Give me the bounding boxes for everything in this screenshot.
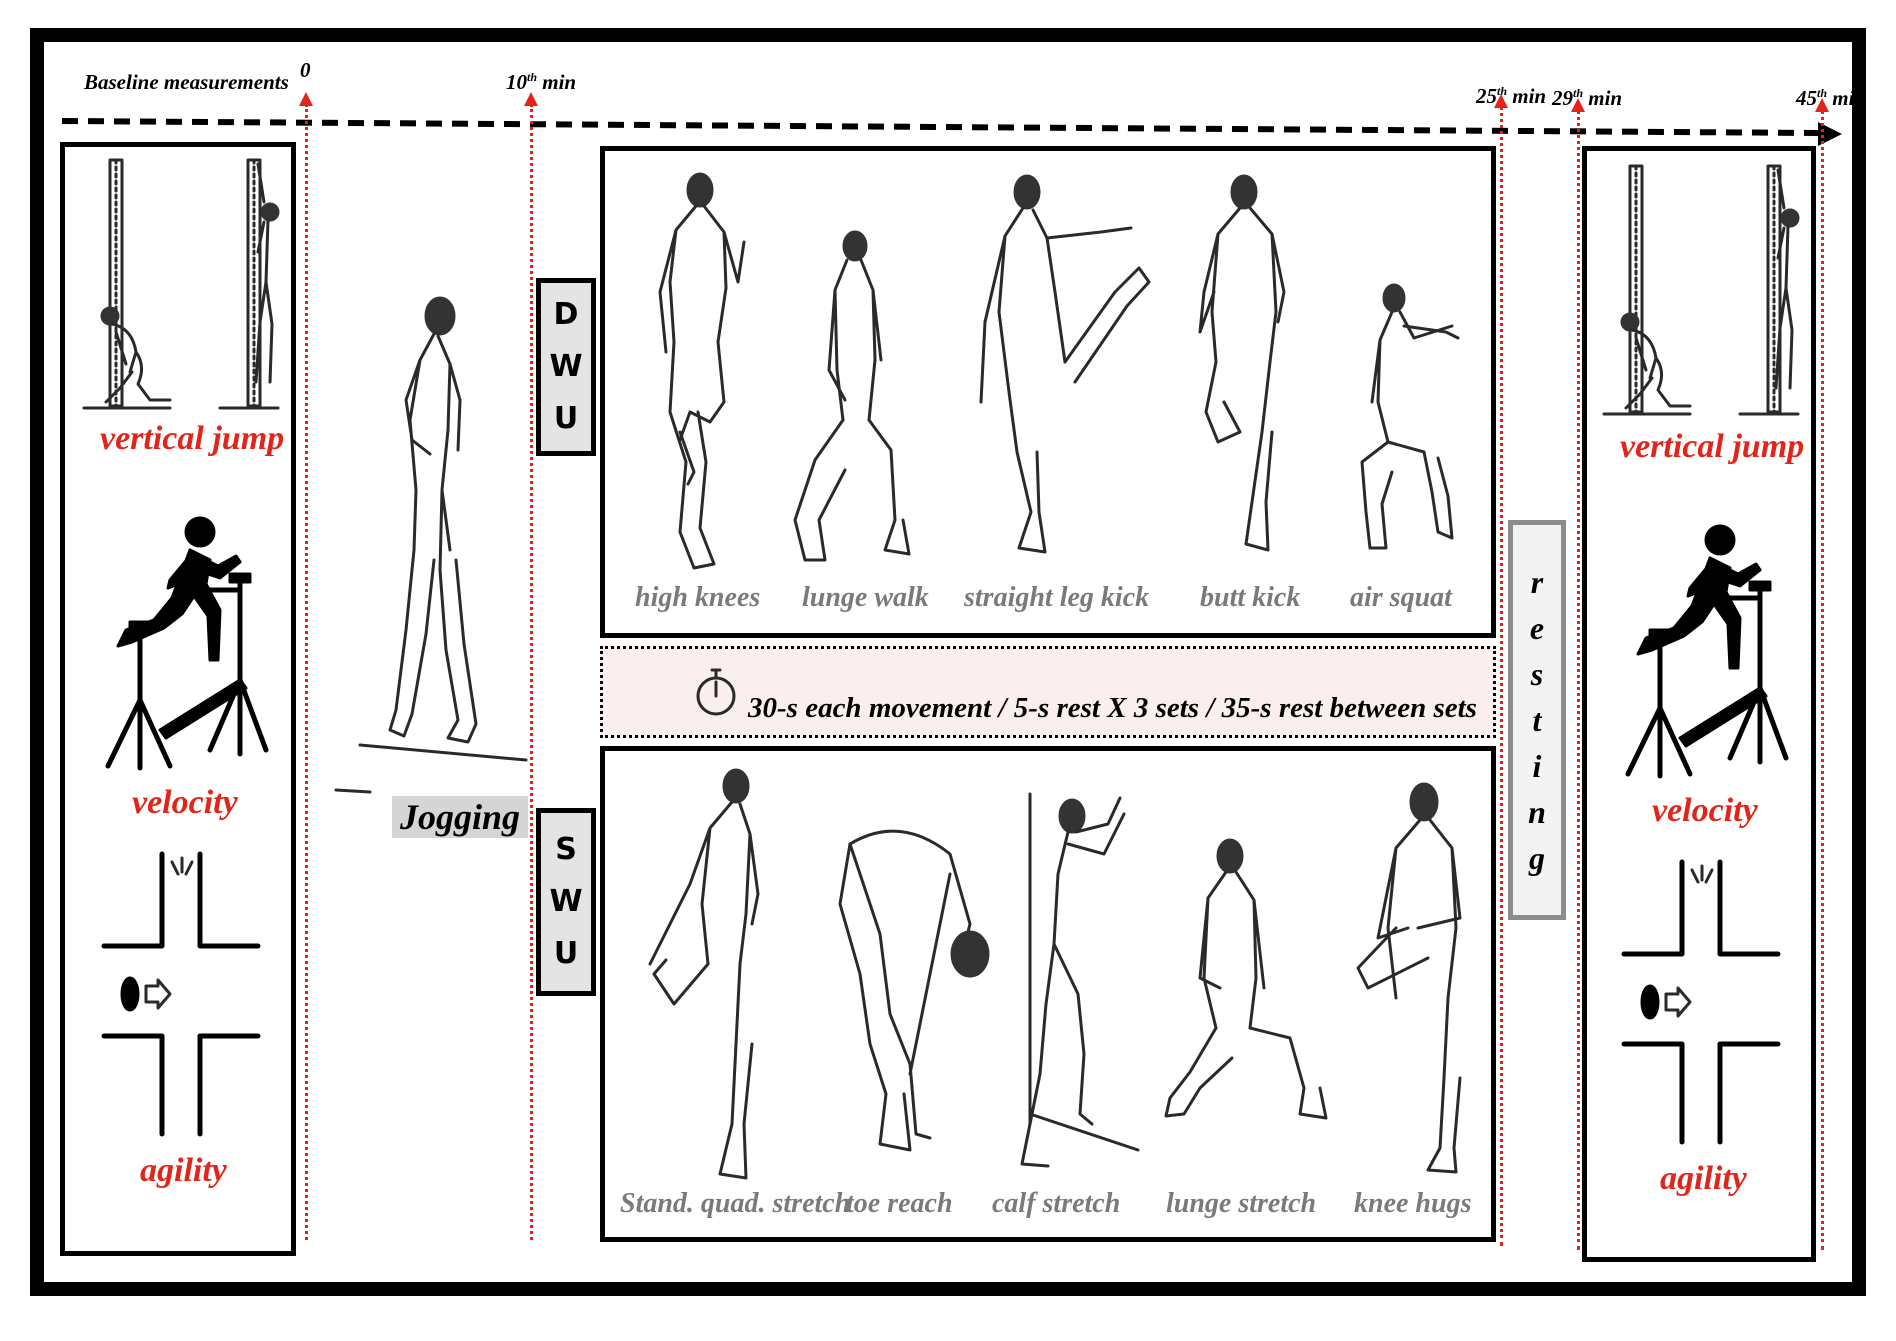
marker-line-0 [305,104,308,1240]
straight-leg-kick-figure [979,174,1151,554]
eye-icon [1640,984,1660,1020]
stopwatch-icon [696,668,736,716]
marker-line-10 [530,104,533,1240]
marker-line-29 [1577,110,1580,1250]
air-squat-figure [1360,283,1460,550]
swu-exercise-standing-quad-stretch: Stand. quad. stretch [620,1188,851,1219]
dwu-exercise-lunge-walk: lunge walk [802,582,929,613]
toe-reach-figure [838,829,990,1152]
baseline-label: Baseline measurements [84,70,289,94]
marker-arrow [1494,94,1508,108]
marker-arrow [1815,98,1829,112]
butt-kick-figure [1198,174,1286,552]
dwu-exercise-air-squat: air squat [1350,582,1452,613]
vertical-jump-figure [82,158,280,410]
swu-exercise-knee-hugs: knee hugs [1354,1188,1472,1219]
marker-0: 0 [300,58,311,82]
marker-10-min: 10th min [506,70,577,94]
right-test-velocity: velocity [1652,792,1758,829]
high-knees-figure [658,172,746,570]
left-test-vertical-jump: vertical jump [100,420,285,457]
velocity-sprint-figure-post [1625,524,1789,779]
arrow-right-icon [1664,986,1692,1018]
calf-stretch-figure [1020,792,1140,1168]
jogging-label: Jogging [392,796,529,838]
right-test-agility: agility [1660,1160,1747,1197]
agility-cross-figure-post [1621,859,1781,1145]
knee-hugs-figure [1356,782,1462,1174]
dynamic-warmup-panel [600,146,1496,638]
marker-arrow [1571,98,1585,112]
static-warmup-panel [600,746,1496,1242]
marker-line-45 [1821,110,1824,1250]
post-tests-panel [1582,146,1816,1262]
swu-exercise-toe-reach: toe reach [846,1188,953,1219]
marker-29-min: 29th min [1552,86,1623,110]
velocity-sprint-figure [105,516,269,771]
agility-cross-figure [101,851,261,1137]
protocol-text: 30-s each movement / 5-s rest X 3 sets /… [748,692,1477,724]
left-test-agility: agility [140,1152,227,1189]
marker-25-min: 25th min [1476,84,1547,108]
eye-icon [120,976,140,1012]
vertical-jump-figure-post [1602,164,1800,416]
dwu-exercise-butt-kick: butt kick [1200,582,1301,613]
arrow-right-icon [144,978,172,1010]
swu-exercise-lunge-stretch: lunge stretch [1166,1188,1317,1219]
swu-exercise-calf-stretch: calf stretch [992,1188,1121,1219]
standing-quad-stretch-figure [648,768,760,1180]
left-test-velocity: velocity [132,784,238,821]
marker-arrow [524,92,538,106]
marker-45-min: 45th min [1796,86,1867,110]
marker-line-25 [1500,106,1503,1246]
right-test-vertical-jump: vertical jump [1620,428,1805,465]
lunge-walk-figure [793,230,911,562]
dwu-exercise-high-knees: high knees [635,582,761,613]
marker-arrow [299,92,313,106]
dwu-exercise-straight-leg-kick: straight leg kick [964,582,1150,613]
protocol-band [600,646,1496,738]
baseline-tests-panel [60,142,296,1256]
jogging-runner-figure [334,296,528,794]
lunge-stretch-figure [1164,838,1328,1120]
